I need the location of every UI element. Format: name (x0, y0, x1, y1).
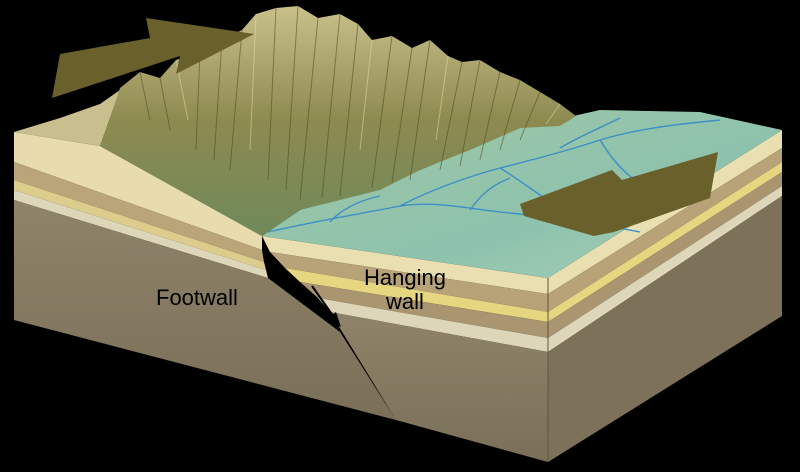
footwall-layer-yellow (14, 180, 266, 270)
footwall-face-base (14, 200, 396, 420)
hanging-side-base (548, 196, 782, 462)
fault-motion-arrow-up-icon (271, 268, 305, 305)
hanging-layer-top (262, 236, 548, 294)
hanging-layer-light (318, 298, 548, 352)
mountains-mass (100, 6, 576, 236)
footwall-layer-light (14, 190, 268, 278)
hanging-wall-block (262, 130, 782, 462)
hanging-side-layer-brown (548, 172, 782, 338)
footwall-block (14, 132, 396, 420)
footwall-label: Footwall (156, 285, 238, 310)
hanging-layer-brown (300, 282, 548, 338)
footwall-layer-tan (14, 162, 264, 262)
hanging-side-layer-yellow (548, 162, 782, 322)
fault-motion-arrow-down-icon (311, 285, 341, 327)
extension-arrow-right-icon (520, 152, 718, 236)
valley-surface (262, 110, 782, 278)
hanging-layer-tan (270, 252, 548, 312)
mountain-range (14, 5, 576, 236)
hanging-side-layer-tan (548, 148, 782, 312)
footwall-layer-cream (14, 132, 262, 250)
hanging-layer-yellow (285, 268, 548, 322)
hanging-wall-label-line2: wall (386, 289, 424, 314)
extension-arrow-left-icon (52, 18, 254, 98)
footwall-top-surface (14, 90, 120, 146)
hanging-face-base (330, 312, 548, 462)
hanging-wall-label: Hanging wall (352, 266, 458, 314)
hanging-side-layer-light (548, 186, 782, 352)
hanging-wall-label-line1: Hanging (364, 265, 446, 290)
